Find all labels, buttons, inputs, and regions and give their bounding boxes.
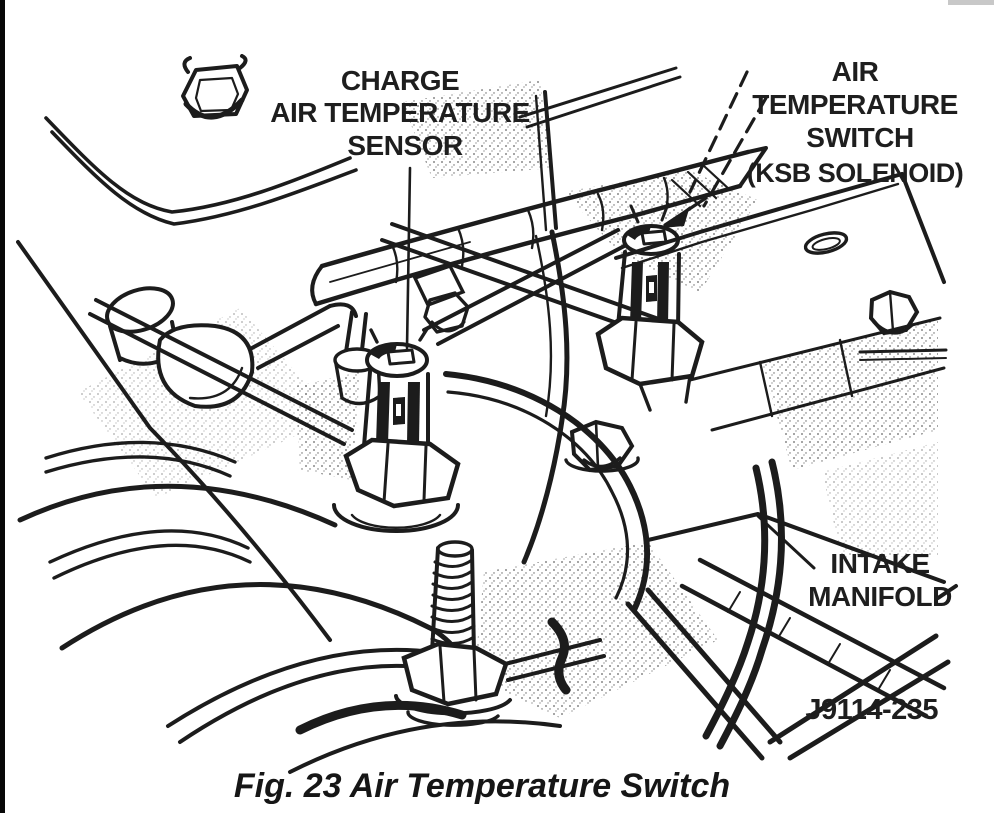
label-switch-line-1: AIR bbox=[832, 56, 879, 87]
wrapped-air-duct bbox=[310, 146, 768, 307]
charge-air-temperature-sensor bbox=[332, 327, 461, 533]
label-air-temperature-switch: AIR TEMPERATURE SWITCH (KSB SOLENOID) bbox=[747, 56, 964, 188]
label-charge-air-temperature-sensor: CHARGE AIR TEMPERATURE SENSOR bbox=[270, 65, 530, 161]
label-intake-line-2: MANIFOLD bbox=[808, 581, 952, 612]
manifold-hex-bolt bbox=[868, 289, 920, 336]
figure-caption: Fig. 23 Air Temperature Switch bbox=[234, 767, 730, 805]
leader-charge-sensor bbox=[405, 166, 412, 350]
intake-manifold-body bbox=[614, 172, 958, 719]
support-rod-and-frame bbox=[518, 66, 682, 232]
label-intake-manifold: INTAKE MANIFOLD bbox=[808, 548, 953, 612]
label-intake-line-1: INTAKE bbox=[830, 548, 929, 579]
stipple-shading bbox=[78, 80, 938, 718]
cross-braces bbox=[380, 222, 658, 346]
label-switch-line-4: (KSB SOLENOID) bbox=[747, 158, 964, 188]
threaded-mounting-stud bbox=[295, 540, 512, 735]
manifold-oval-port bbox=[803, 231, 849, 255]
hex-bolt-top-left bbox=[181, 54, 249, 120]
leader-lines bbox=[405, 70, 816, 570]
left-fittings bbox=[88, 286, 382, 446]
scan-edge-left bbox=[0, 0, 5, 813]
label-charge-line-2: AIR TEMPERATURE bbox=[270, 97, 530, 128]
figure-reference-code: J9114-235 bbox=[805, 694, 938, 726]
hose-top-left bbox=[44, 116, 358, 226]
label-charge-line-1: CHARGE bbox=[341, 65, 459, 96]
label-switch-line-3: SWITCH bbox=[806, 122, 913, 153]
air-temperature-switch-ksb-solenoid bbox=[595, 202, 705, 412]
leader-intake-manifold bbox=[756, 514, 816, 570]
leader-air-switch bbox=[662, 70, 768, 228]
label-switch-line-2: TEMPERATURE bbox=[752, 89, 958, 120]
scan-edge-top-right bbox=[948, 0, 994, 5]
label-charge-line-3: SENSOR bbox=[347, 130, 463, 161]
